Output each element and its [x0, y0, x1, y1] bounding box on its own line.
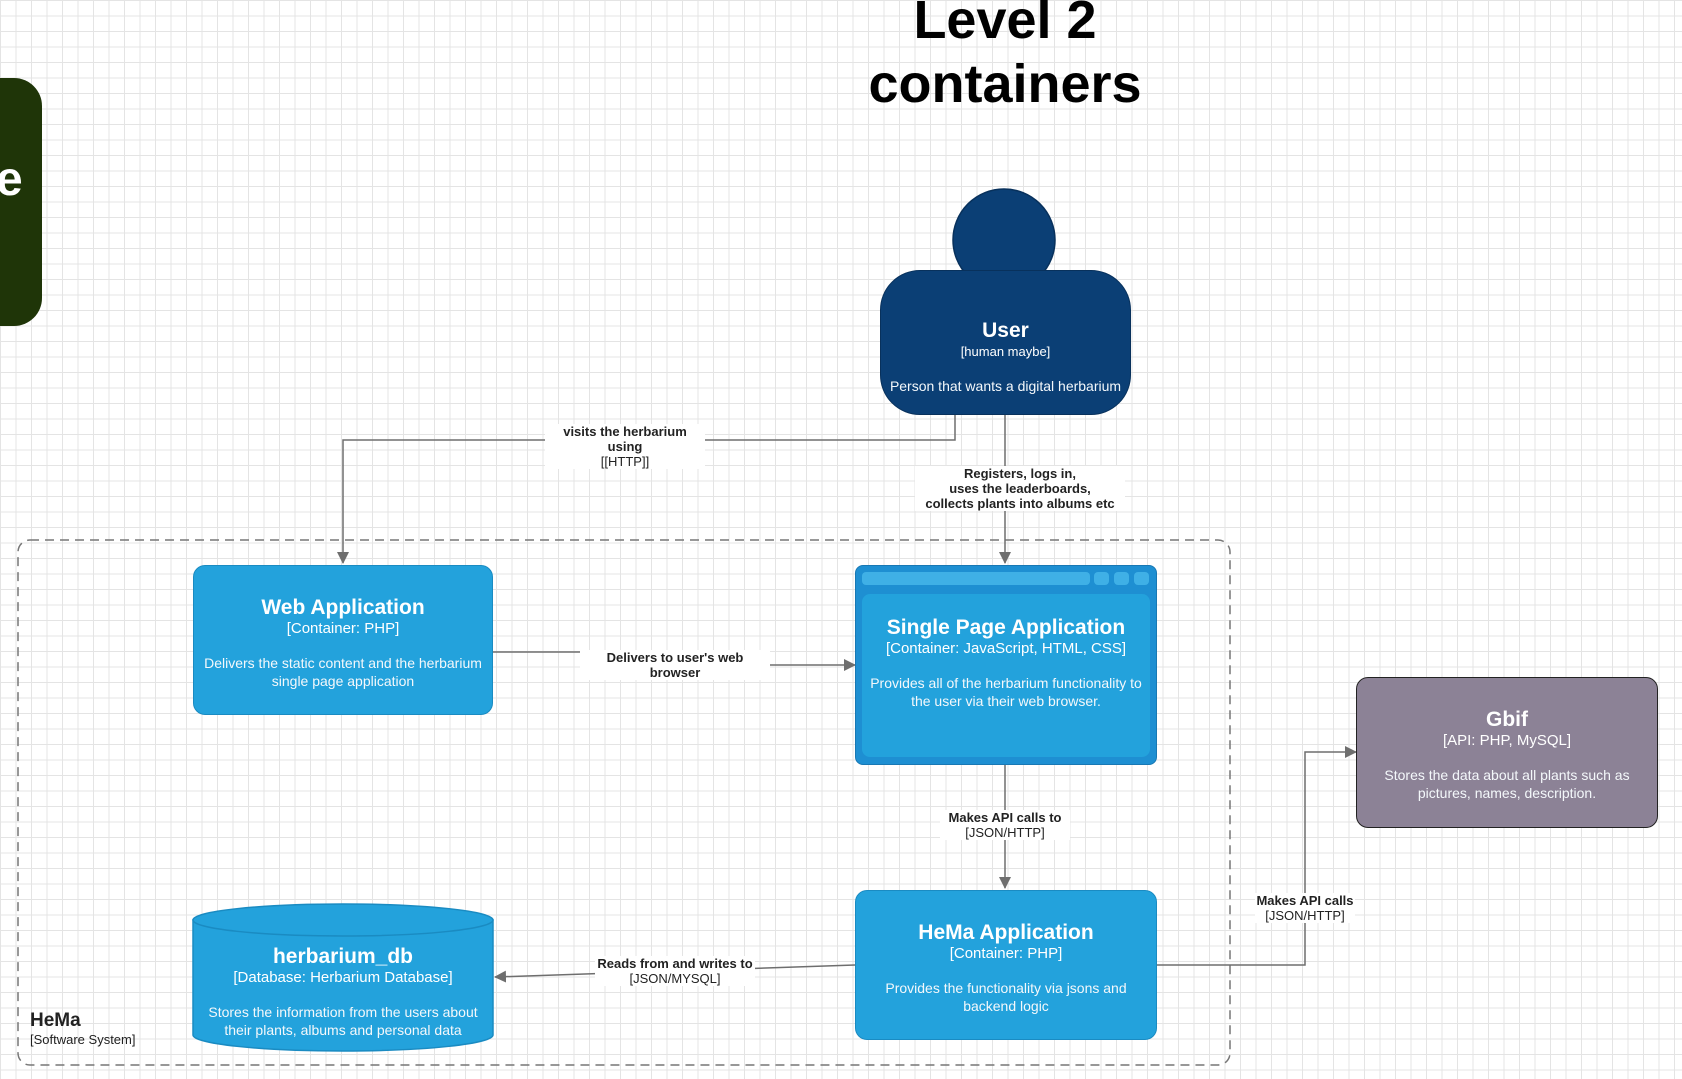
edge-user-spa-line-2: uses the leaderboards,	[949, 481, 1091, 496]
system-boundary	[17, 539, 1231, 1066]
user-kind: [human maybe]	[960, 344, 1051, 359]
web-app-tech: [Container: PHP]	[286, 620, 400, 637]
hema-app-description: Provides the functionality via jsons and…	[885, 980, 1127, 1014]
spa-node[interactable]: Single Page Application [Container: Java…	[855, 565, 1157, 765]
edge-user-spa-line-1: Registers, logs in,	[964, 466, 1076, 481]
db-cylinder-body[interactable]	[192, 919, 494, 1052]
db-tech: [Database: Herbarium Database]	[233, 969, 453, 986]
title-line-1: Level 2	[913, 0, 1097, 50]
edge-hema-db-tech: [JSON/MYSQL]	[629, 971, 721, 986]
hema-application-node[interactable]: HeMa Application [Container: PHP] Provid…	[855, 890, 1157, 1040]
edge-hema-gbif-text: Makes API calls	[1256, 893, 1354, 908]
edge-label-hema-db: Reads from and writes to [JSON/MYSQL]	[595, 956, 755, 986]
edge-hema-db-text: Reads from and writes to	[597, 956, 753, 971]
spa-window-body: Single Page Application [Container: Java…	[862, 594, 1150, 757]
title-line-2: containers	[868, 54, 1142, 114]
db-description: Stores the information from the users ab…	[208, 1004, 478, 1038]
web-app-description: Delivers the static content and the herb…	[204, 655, 482, 689]
edge-label-user-spa: Registers, logs in, uses the leaderboard…	[915, 466, 1125, 511]
edge-label-user-webapp: visits the herbarium using [[HTTP]]	[545, 424, 705, 469]
edge-label-hema-gbif: Makes API calls [JSON/HTTP]	[1255, 893, 1355, 923]
hema-app-name: HeMa Application	[918, 921, 1094, 944]
edge-user-webapp-text: visits the herbarium using	[563, 424, 687, 454]
system-boundary-label: HeMa [Software System]	[30, 1010, 135, 1047]
edge-spa-hema-tech: [JSON/HTTP]	[965, 825, 1045, 840]
spa-window-button-2	[1114, 572, 1129, 585]
herbarium-db-node[interactable]: herbarium_db [Database: Herbarium Databa…	[193, 945, 493, 1039]
hema-app-tech: [Container: PHP]	[949, 945, 1063, 962]
user-description: Person that wants a digital herbarium	[889, 378, 1122, 394]
edge-spa-hema-text: Makes API calls to	[948, 810, 1062, 825]
edge-hema-to-gbif[interactable]	[1155, 746, 1357, 966]
spa-tech: [Container: JavaScript, HTML, CSS]	[885, 640, 1127, 657]
partial-node-box[interactable]	[0, 78, 42, 326]
spa-name: Single Page Application	[886, 616, 1126, 639]
spa-description: Provides all of the herbarium functional…	[870, 675, 1142, 709]
gbif-name: Gbif	[1486, 708, 1528, 731]
edge-label-webapp-spa: Delivers to user's web browser	[580, 650, 770, 680]
db-cylinder-top	[192, 903, 494, 937]
web-app-name: Web Application	[261, 596, 425, 619]
web-application-node[interactable]: Web Application [Container: PHP] Deliver…	[193, 565, 493, 715]
spa-window-button-3	[1134, 572, 1149, 585]
spa-window-button-1	[1094, 572, 1109, 585]
gbif-description: Stores the data about all plants such as…	[1384, 767, 1630, 801]
edge-user-webapp-tech: [[HTTP]]	[600, 454, 650, 469]
edge-webapp-spa-text: Delivers to user's web browser	[606, 650, 744, 680]
diagram-title: Level 2 containers	[800, 0, 1210, 116]
db-name: herbarium_db	[272, 945, 414, 968]
gbif-node[interactable]: Gbif [API: PHP, MySQL] Stores the data a…	[1356, 677, 1658, 828]
gbif-tech: [API: PHP, MySQL]	[1442, 732, 1572, 749]
partial-node-letter: e	[0, 153, 23, 206]
edge-label-spa-hema: Makes API calls to [JSON/HTTP]	[940, 810, 1070, 840]
edge-hema-gbif-tech: [JSON/HTTP]	[1265, 908, 1345, 923]
system-kind: [Software System]	[30, 1032, 136, 1047]
system-name: HeMa	[30, 1010, 81, 1031]
user-name: User	[982, 319, 1029, 342]
user-node[interactable]: User [human maybe] Person that wants a d…	[880, 270, 1131, 415]
spa-address-bar	[862, 572, 1090, 585]
edge-user-spa-line-3: collects plants into albums etc	[925, 496, 1115, 511]
